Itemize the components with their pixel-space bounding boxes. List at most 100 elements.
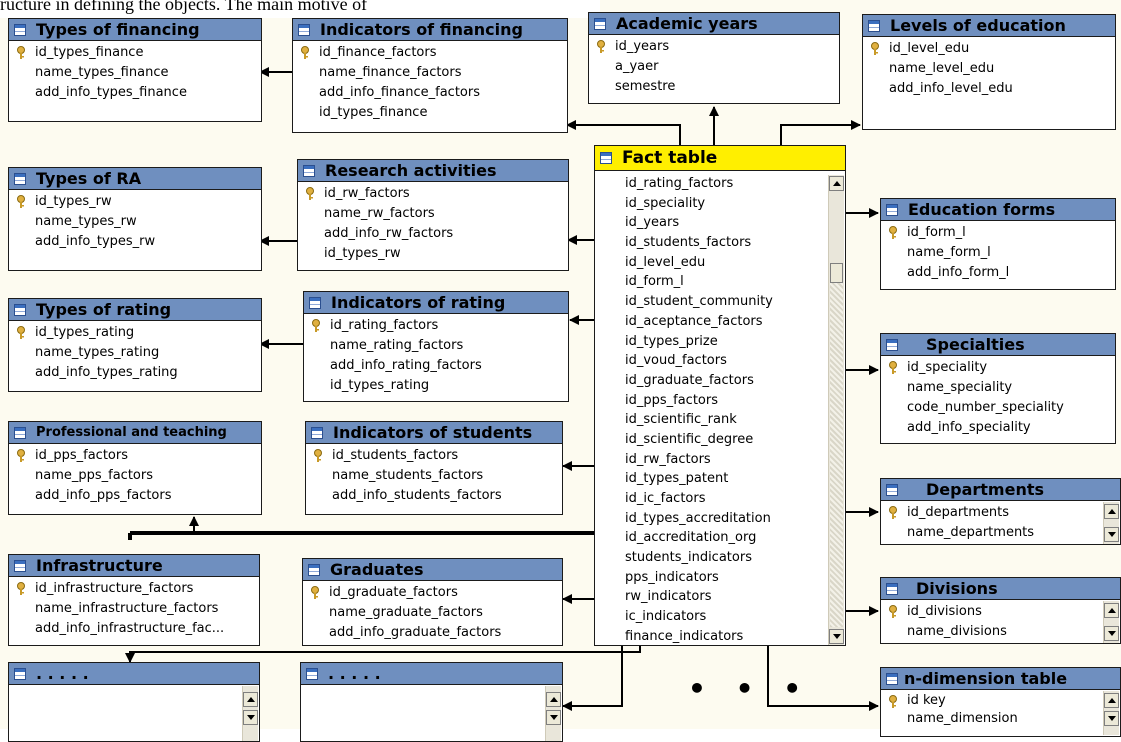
scroll-down-button[interactable] xyxy=(829,629,844,644)
table-research-activities[interactable]: Research activities id_rw_factors name_r… xyxy=(297,159,569,271)
arrow-down-icon xyxy=(832,634,841,639)
table-types-of-rating[interactable]: Types of rating id_types_rating name_typ… xyxy=(8,298,262,392)
primary-key-icon xyxy=(301,46,309,59)
field-row: id_divisions xyxy=(881,602,1120,622)
table-title: Professional and teaching xyxy=(36,425,227,440)
field-row: id_form_l xyxy=(625,274,684,290)
table-education-forms[interactable]: Education forms id_form_l name_form_l ad… xyxy=(880,198,1116,290)
table-divisions[interactable]: Divisions id_divisions name_divisions xyxy=(880,577,1121,644)
scroll-up-button[interactable] xyxy=(1104,603,1119,618)
primary-key-icon xyxy=(17,195,25,208)
scroll-up-button[interactable] xyxy=(546,692,561,707)
scroll-down-button[interactable] xyxy=(243,710,258,725)
primary-key-icon xyxy=(17,46,25,59)
arrow-up-icon xyxy=(1107,608,1116,613)
divisions-scrollbar[interactable] xyxy=(1103,601,1119,643)
table-indicators-of-rating[interactable]: Indicators of rating id_rating_factors n… xyxy=(303,291,569,402)
table-professional-and-teaching[interactable]: Professional and teaching id_pps_factors… xyxy=(8,421,262,515)
field-row: id_aceptance_factors xyxy=(625,313,763,329)
table-levels-of-education[interactable]: Levels of education id_level_edu name_le… xyxy=(862,14,1116,130)
field-row: name_speciality xyxy=(907,380,1013,395)
table-title: Types of rating xyxy=(36,300,172,319)
table-header: Types of financing xyxy=(9,19,261,41)
table-title: Education forms xyxy=(908,200,1056,219)
table-icon xyxy=(868,19,880,32)
scroll-up-button[interactable] xyxy=(829,176,844,191)
field-row: a_yaer xyxy=(615,59,659,74)
table-icon xyxy=(14,426,26,439)
field-row: id_level_edu xyxy=(625,254,706,270)
table-header: Fact table xyxy=(595,146,845,171)
arrow-up-icon xyxy=(1107,698,1116,703)
field-row: add_info_finance_factors xyxy=(319,85,480,100)
field-row: id_speciality xyxy=(625,195,706,211)
field-row: id_departments xyxy=(881,503,1120,523)
scroll-up-button[interactable] xyxy=(1104,693,1119,708)
table-types-of-financing[interactable]: Types of financing id_types_finance name… xyxy=(8,18,262,122)
field-row: id_rating_factors xyxy=(625,176,734,191)
table-graduates[interactable]: Graduates id_graduate_factors name_gradu… xyxy=(302,558,563,646)
scroll-down-button[interactable] xyxy=(1104,711,1119,726)
field-row: id_ic_factors xyxy=(625,491,706,506)
field-row: name_types_rw xyxy=(35,214,137,229)
arrow-down-icon xyxy=(549,715,558,720)
scroll-down-button[interactable] xyxy=(1104,527,1119,542)
departments-scrollbar[interactable] xyxy=(1103,502,1119,544)
field-list: id_departments name_departments xyxy=(881,501,1120,543)
field-row: id_types_rw xyxy=(324,246,401,261)
field-row: name_types_rating xyxy=(35,345,160,360)
table-specialties[interactable]: Specialties id_speciality name_specialit… xyxy=(880,333,1116,444)
scroll-up-button[interactable] xyxy=(243,692,258,707)
table-placeholder-middle[interactable]: . . . . . xyxy=(300,662,563,742)
field-row: name_students_factors xyxy=(332,468,484,483)
table-departments[interactable]: Departments id_departments name_departme… xyxy=(880,478,1121,545)
table-indicators-of-financing[interactable]: Indicators of financing id_finance_facto… xyxy=(292,18,568,133)
field-list: id_divisions name_divisions xyxy=(881,600,1120,642)
field-row: name_pps_factors xyxy=(35,468,154,483)
table-header: Divisions xyxy=(881,578,1120,600)
table-infrastructure[interactable]: Infrastructure id_infrastructure_factors… xyxy=(8,554,260,646)
table-academic-years[interactable]: Academic years id_years a_yaer semestre xyxy=(588,12,840,104)
table-placeholder-left[interactable]: . . . . . xyxy=(8,662,260,742)
caption-text: ructure in defining the objects. The mai… xyxy=(0,0,600,18)
placeholder-scrollbar[interactable] xyxy=(242,686,258,741)
field-list: id_form_l name_form_l add_info_form_l xyxy=(881,221,1115,283)
field-row: add_info_form_l xyxy=(907,265,1010,280)
table-title: Graduates xyxy=(330,560,424,579)
field-list: id_students_factors name_students_factor… xyxy=(306,444,562,506)
more-tables-ellipsis: • • • xyxy=(688,672,812,705)
table-types-of-ra[interactable]: Types of RA id_types_rw name_types_rw ad… xyxy=(8,167,262,271)
arrow-down-icon xyxy=(1107,532,1116,537)
scroll-down-button[interactable] xyxy=(1104,626,1119,641)
table-indicators-of-students[interactable]: Indicators of students id_students_facto… xyxy=(305,421,563,515)
scroll-track[interactable] xyxy=(830,283,843,627)
fact-table-scrollbar[interactable] xyxy=(828,175,844,645)
placeholder-scrollbar[interactable] xyxy=(545,686,561,741)
scroll-thumb[interactable] xyxy=(830,263,843,283)
table-icon xyxy=(303,164,315,177)
field-row: id_form_l xyxy=(881,223,1115,243)
field-row: add_info_rating_factors xyxy=(330,358,482,373)
field-row: id_finance_factors xyxy=(293,43,567,63)
field-row: id_years xyxy=(589,37,839,57)
scroll-up-button[interactable] xyxy=(1104,504,1119,519)
table-header: . . . . . xyxy=(9,663,259,685)
field-row: id_types_accreditation xyxy=(625,510,771,526)
scroll-down-button[interactable] xyxy=(546,710,561,725)
table-fact-table[interactable]: Fact table id_rating_factors id_speciali… xyxy=(594,145,846,646)
field-row: id_types_rw xyxy=(9,192,261,212)
arrow-up-icon xyxy=(1107,509,1116,514)
field-row: add_info_rw_factors xyxy=(324,226,454,241)
field-list: id_rating_factors name_rating_factors ad… xyxy=(304,314,568,396)
table-header: Academic years xyxy=(589,13,839,35)
table-n-dimension[interactable]: n-dimension table id key name_dimension xyxy=(880,667,1121,737)
table-icon xyxy=(298,23,310,36)
field-row: id_students_factors xyxy=(306,446,562,466)
field-list: id_types_rating name_types_rating add_in… xyxy=(9,321,261,383)
field-row: add_info_students_factors xyxy=(332,488,502,503)
field-row: name_divisions xyxy=(907,624,1007,639)
primary-key-icon xyxy=(311,586,319,599)
field-list: id_types_finance name_types_finance add_… xyxy=(9,41,261,103)
field-row: semestre xyxy=(615,79,676,94)
n-dimension-scrollbar[interactable] xyxy=(1103,691,1119,735)
